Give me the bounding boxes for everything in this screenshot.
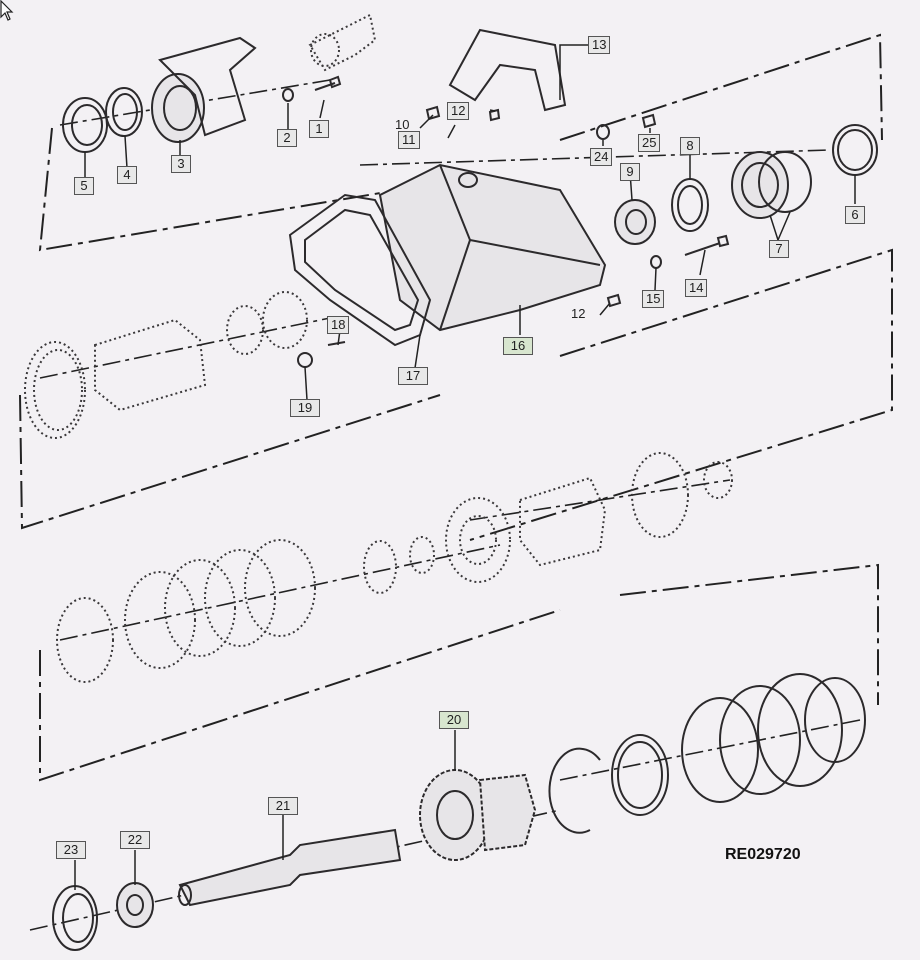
callout-12-upper: 12: [447, 102, 470, 120]
part-23-cup: [52, 885, 98, 951]
axis-line-3: [59, 544, 861, 781]
part-2-washer: [282, 88, 294, 102]
part-14-bolt: [684, 234, 730, 256]
callout-21: 21: [268, 797, 298, 815]
callout-12-lower: 12: [571, 306, 586, 321]
callout-6: 6: [845, 206, 865, 224]
part-21-shaft: [178, 828, 402, 907]
callout-23: 23: [56, 841, 86, 859]
part-7-bearing-set: [731, 151, 812, 219]
callout-17: 17: [398, 367, 428, 385]
callout-8: 8: [680, 137, 700, 155]
dotted-clutch-pack: [56, 539, 316, 683]
callout-7: 7: [769, 240, 789, 258]
snap-rings: [548, 734, 669, 834]
mouse-cursor-icon: [0, 0, 14, 21]
callout-25: 25: [638, 134, 661, 152]
group-frame-2: [19, 248, 893, 541]
part-4-ring: [105, 87, 143, 137]
part-15-washer: [650, 255, 662, 269]
part-3-yoke: [151, 36, 257, 143]
callout-15: 15: [642, 290, 665, 308]
part-12-plug-upper: [488, 108, 501, 122]
callout-1: 1: [309, 120, 329, 138]
dotted-clutch-drum: [24, 291, 308, 439]
part-19-washer: [297, 352, 313, 368]
callout-24: 24: [590, 148, 613, 166]
callout-11: 11: [398, 131, 420, 149]
part-6-ring: [832, 124, 878, 176]
part-24-plug: [596, 124, 610, 140]
dotted-yoke: [308, 13, 377, 72]
callout-18: 18: [327, 316, 350, 334]
part-22-bearing: [116, 882, 154, 928]
part-8-cup: [671, 178, 709, 232]
callout-16: 16: [503, 337, 533, 355]
callout-22: 22: [120, 831, 150, 849]
dotted-clutch-parts: [363, 452, 733, 594]
callout-13: 13: [588, 36, 611, 54]
group-frame-1: [38, 33, 883, 252]
callout-leaders: [74, 44, 856, 890]
callout-20: 20: [439, 711, 469, 729]
callout-14: 14: [685, 279, 708, 297]
part-13-shield: [448, 28, 567, 112]
part-1-bolt: [314, 75, 342, 91]
callout-3: 3: [171, 155, 191, 173]
part-20-gear: [419, 769, 537, 861]
callout-10: 10: [395, 117, 410, 132]
part-25-fitting: [641, 113, 657, 129]
part-16-housing: [378, 163, 607, 332]
group-frame-3: [39, 563, 879, 782]
axis-line-2: [39, 317, 731, 521]
clutch-disk-pack: [681, 673, 866, 803]
callout-4: 4: [117, 166, 137, 184]
diagram-reference-number: RE029720: [725, 846, 801, 863]
callout-19: 19: [290, 399, 320, 417]
callout-9: 9: [620, 163, 640, 181]
part-18-pin: [327, 341, 346, 346]
part-9-bearing: [614, 199, 656, 245]
callout-5: 5: [74, 177, 94, 195]
callout-2: 2: [277, 129, 297, 147]
part-10-plug: [425, 105, 441, 121]
part-5-seal: [62, 97, 108, 153]
